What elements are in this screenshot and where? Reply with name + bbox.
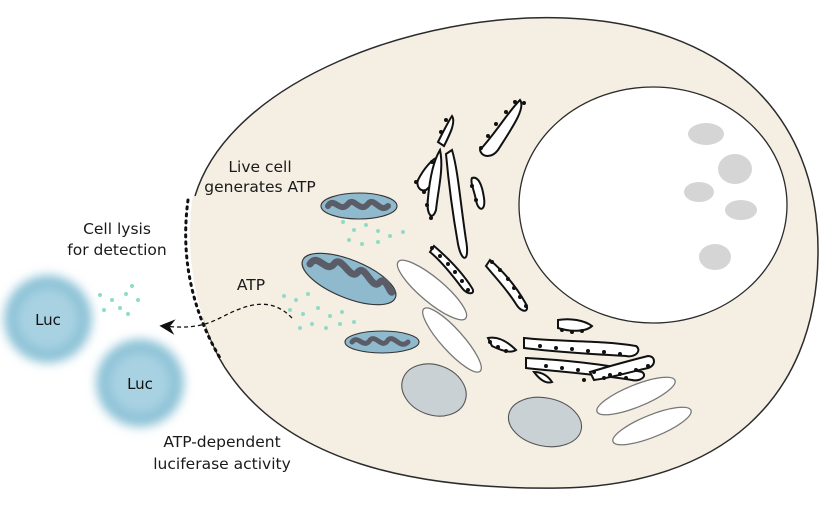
- mitochondrion: [320, 192, 398, 220]
- ribosomes: [414, 100, 650, 382]
- luc-label-top: Luc: [35, 311, 61, 329]
- golgi-vesicles: [396, 259, 692, 446]
- nucleolus: [718, 154, 752, 184]
- lysed-membrane-dots: [184, 198, 222, 360]
- label-for-detection: for detection: [67, 241, 166, 259]
- nucleolus: [688, 123, 724, 145]
- atp-molecules: [98, 220, 405, 330]
- nucleus: [518, 86, 788, 324]
- label-live-cell: Live cell: [228, 158, 291, 176]
- atp-release-arrow: [159, 303, 293, 335]
- label-atp: ATP: [237, 276, 265, 294]
- label-luciferase-activity: luciferase activity: [153, 455, 291, 473]
- label-atp-dependent: ATP-dependent: [163, 433, 280, 451]
- nucleolus: [699, 244, 731, 270]
- endoplasmic-reticulum: [416, 98, 655, 384]
- label-cell-lysis: Cell lysis: [83, 220, 151, 238]
- label-generates-atp: generates ATP: [204, 178, 315, 196]
- luciferase-top: Luc: [4, 275, 92, 363]
- vesicles: [401, 363, 583, 448]
- mitochondrion: [301, 252, 397, 306]
- lysed-membrane: [190, 195, 224, 359]
- luciferase-bottom: Luc: [96, 339, 184, 427]
- luc-label-bottom: Luc: [127, 375, 153, 393]
- nucleolus: [725, 200, 757, 220]
- nucleolus: [684, 182, 714, 202]
- mitochondrion: [344, 330, 420, 354]
